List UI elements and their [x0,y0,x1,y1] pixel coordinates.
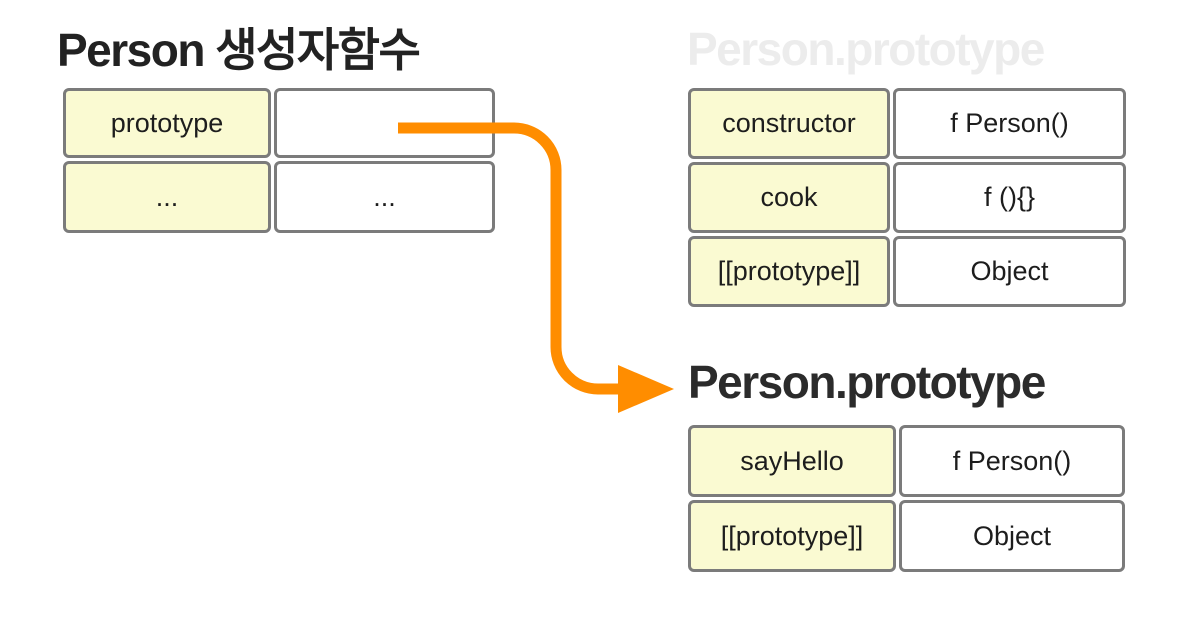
value-cell-sayhello: f Person() [899,425,1125,497]
key-cell-proto-internal: [[prototype]] [688,500,896,572]
key-cell-proto-internal: [[prototype]] [688,236,890,307]
key-cell-cook: cook [688,162,890,233]
arrow-head-icon [618,365,674,413]
person-prototype-table: sayHello f Person() [[prototype]] Object [688,425,1125,572]
value-cell-prototype [274,88,495,158]
key-cell-ellipsis: ... [63,161,271,233]
value-cell-constructor: f Person() [893,88,1126,159]
person-prototype-title: Person.prototype [688,356,1046,408]
value-cell-ellipsis: ... [274,161,495,233]
ghost-prototype-title: Person.prototype [687,23,1045,75]
value-cell-cook: f (){} [893,162,1126,233]
ghost-prototype-table: constructor f Person() cook f (){} [[pro… [688,88,1126,307]
key-cell-prototype: prototype [63,88,271,158]
value-cell-object: Object [899,500,1125,572]
value-cell-object: Object [893,236,1126,307]
key-cell-sayhello: sayHello [688,425,896,497]
person-constructor-title: Person 생성자함수 [57,24,421,76]
key-cell-constructor: constructor [688,88,890,159]
person-constructor-table: prototype ... ... [63,88,495,233]
